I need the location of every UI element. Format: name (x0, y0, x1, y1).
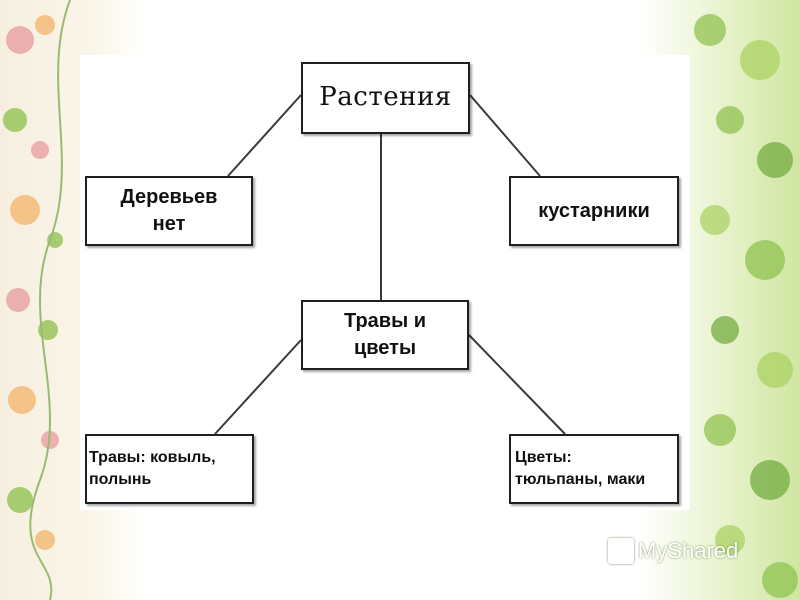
node-plants-root-label: Растения (319, 82, 452, 113)
node-flowers-label: Цветы: тюльпаны, маки (515, 449, 646, 488)
floral-border-left (3, 0, 71, 600)
node-herbs-flowers: Травы и цветы (301, 300, 469, 370)
node-grasses-label: Травы: ковыль, полынь (89, 449, 216, 488)
watermark: MyShared (608, 538, 738, 564)
watermark-text: MyShared (638, 538, 739, 563)
node-trees: Деревьев нет (85, 176, 253, 246)
floral-border-right (694, 14, 798, 598)
node-flowers: Цветы: тюльпаны, маки (509, 434, 679, 504)
node-herbs-flowers-label: Травы и цветы (343, 310, 427, 359)
node-shrubs-label: кустарники (538, 199, 650, 222)
node-grasses: Травы: ковыль, полынь (85, 434, 254, 504)
node-shrubs: кустарники (509, 176, 679, 246)
presentation-logo-icon (608, 538, 634, 564)
node-trees-label: Деревьев нет (120, 186, 218, 235)
node-plants-root: Растения (301, 62, 470, 134)
